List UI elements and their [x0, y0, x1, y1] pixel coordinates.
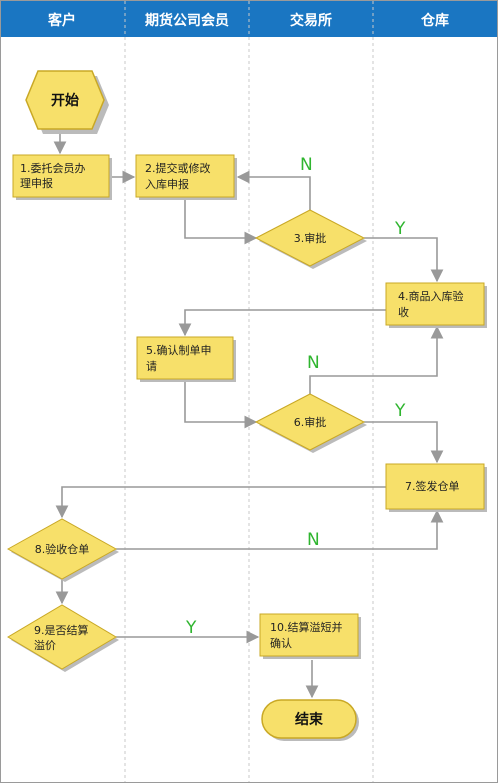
decision-diamond [254, 209, 366, 267]
edge-4-to-5 [178, 309, 386, 337]
process-box [385, 463, 485, 510]
node-4-line-1: 4.商品入库验 [398, 289, 464, 303]
node-7-label: 7.签发仓单 [405, 479, 460, 493]
edge-label-6-no: N [307, 353, 320, 373]
node-8-label: 8.验收仓单 [35, 542, 90, 556]
edge-6-to-4-no [309, 325, 444, 394]
edge-3-to-4-yes [364, 237, 444, 283]
edges [53, 130, 444, 699]
node-end: 结束 [261, 699, 359, 741]
node-6-approval: 6.审批 [254, 393, 367, 453]
edge-2-to-3 [184, 198, 258, 245]
node-9-line-2: 溢价 [34, 638, 56, 652]
process-box [385, 282, 485, 326]
start-label: 开始 [51, 92, 79, 109]
lane-title-exchange: 交易所 [290, 12, 332, 29]
process-box [12, 154, 110, 198]
node-8-accept-warrant: 8.验收仓单 [6, 518, 119, 582]
node-10-settle-and-confirm: 10.结算溢短并 确认 [259, 613, 361, 659]
process-box [135, 154, 235, 198]
node-5-confirm-request: 5.确认制单申 请 [136, 336, 236, 382]
node-1-client-request: 1.委托会员办 理申报 [12, 154, 112, 200]
node-2-line-2: 入库申报 [145, 177, 189, 191]
start-hexagon [25, 70, 105, 130]
process-box [259, 613, 359, 657]
node-5-line-1: 5.确认制单申 [146, 344, 212, 357]
lane-title-warehouse: 仓库 [420, 12, 449, 29]
end-terminator [261, 699, 357, 739]
edge-3-to-2-no [236, 170, 311, 210]
node-2-line-1: 2.提交或修改 [145, 161, 211, 175]
edge-7-to-8 [55, 486, 386, 519]
edge-8-to-7-no [116, 509, 444, 550]
node-9-line-1: 9.是否结算 [34, 623, 89, 637]
end-label: 结束 [295, 711, 324, 728]
edge-label-3-no: N [300, 155, 313, 175]
node-4-line-2: 收 [398, 305, 409, 319]
node-3-approval: 3.审批 [254, 209, 367, 269]
node-1-line-2: 理申报 [20, 176, 53, 190]
node-9-settle-premium: 9.是否结算 溢价 [7, 604, 119, 672]
node-10-line-2: 确认 [270, 637, 292, 650]
node-6-label: 6.审批 [294, 415, 327, 429]
node-10-line-1: 10.结算溢短并 [270, 620, 343, 634]
edge-label-9-yes: Y [185, 618, 197, 638]
node-7-issue-warrant: 7.签发仓单 [385, 463, 487, 512]
edge-label-3-yes: Y [394, 219, 406, 239]
node-4-goods-inspection: 4.商品入库验 收 [385, 282, 487, 328]
node-5-line-2: 请 [146, 360, 157, 373]
process-box [136, 336, 234, 380]
decision-diamond [7, 604, 117, 670]
lane-title-futures-member: 期货公司会员 [145, 12, 229, 29]
edge-label-8-no: N [307, 530, 320, 550]
edge-label-6-yes: Y [394, 401, 406, 421]
node-3-label: 3.审批 [294, 231, 327, 245]
lane-title-customer: 客户 [47, 12, 76, 29]
edge-5-to-6 [184, 381, 258, 429]
node-start: 开始 [25, 70, 109, 134]
node-1-line-1: 1.委托会员办 [20, 161, 86, 175]
decision-diamond [254, 393, 366, 451]
decision-diamond [6, 518, 118, 580]
node-2-submit-application: 2.提交或修改 入库申报 [135, 154, 237, 200]
edge-6-to-7-yes [364, 421, 444, 464]
